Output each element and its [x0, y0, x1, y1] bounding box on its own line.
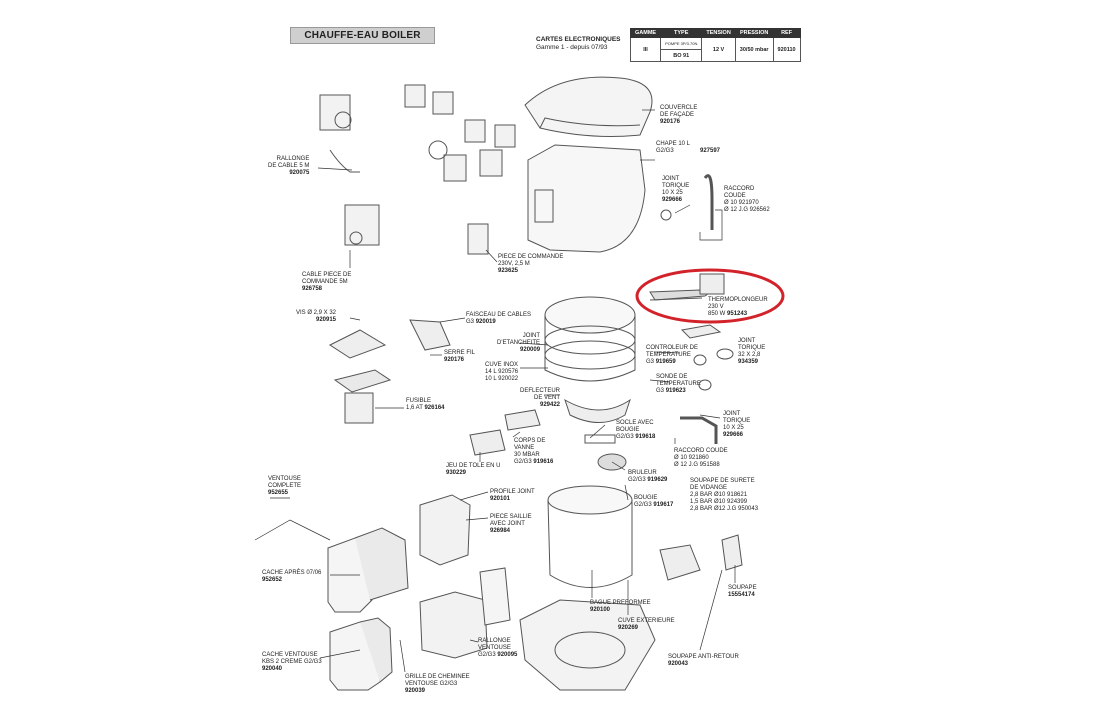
- cartes-electroniques-note: CARTES ELECTRONIQUES Gamme 1 - depuis 07…: [536, 36, 621, 52]
- cuve-exterieure-shape: [547, 485, 633, 515]
- cartes-line1: CARTES ELECTRONIQUES: [536, 36, 621, 43]
- thermoplongeur-highlight: [635, 268, 785, 324]
- fusible-box-shape: [344, 392, 374, 424]
- soupape-surete-shape: [659, 544, 701, 581]
- rallonge-module-shape: [319, 94, 351, 131]
- spec-cell-ref: 920110: [772, 37, 801, 62]
- base-plate-shape: [519, 599, 656, 691]
- cuve-inox-shape: [544, 296, 636, 334]
- spec-table: GAMME TYPE TENSION PRESSION REF III POMP…: [629, 28, 801, 62]
- deflecteur-shape: [564, 398, 631, 423]
- spec-cell-tension: 12 V: [701, 37, 736, 62]
- couvercle-shape: [524, 76, 653, 137]
- piece-saillie-shape: [419, 494, 471, 566]
- rallonge-ventouse-shape: [419, 591, 488, 659]
- label-chape-ref: 927597: [700, 148, 721, 154]
- diagram-title: CHAUFFE-EAU BOILER: [290, 27, 435, 44]
- spec-cell-type: BO 91: [660, 49, 703, 62]
- chape-shape: [527, 144, 646, 253]
- piece-commande-shape: [467, 223, 489, 255]
- support-shape: [328, 329, 387, 359]
- raccord-coude-1-shape: [703, 174, 714, 230]
- cartes-line2: Gamme 1 - depuis 07/93: [536, 44, 608, 51]
